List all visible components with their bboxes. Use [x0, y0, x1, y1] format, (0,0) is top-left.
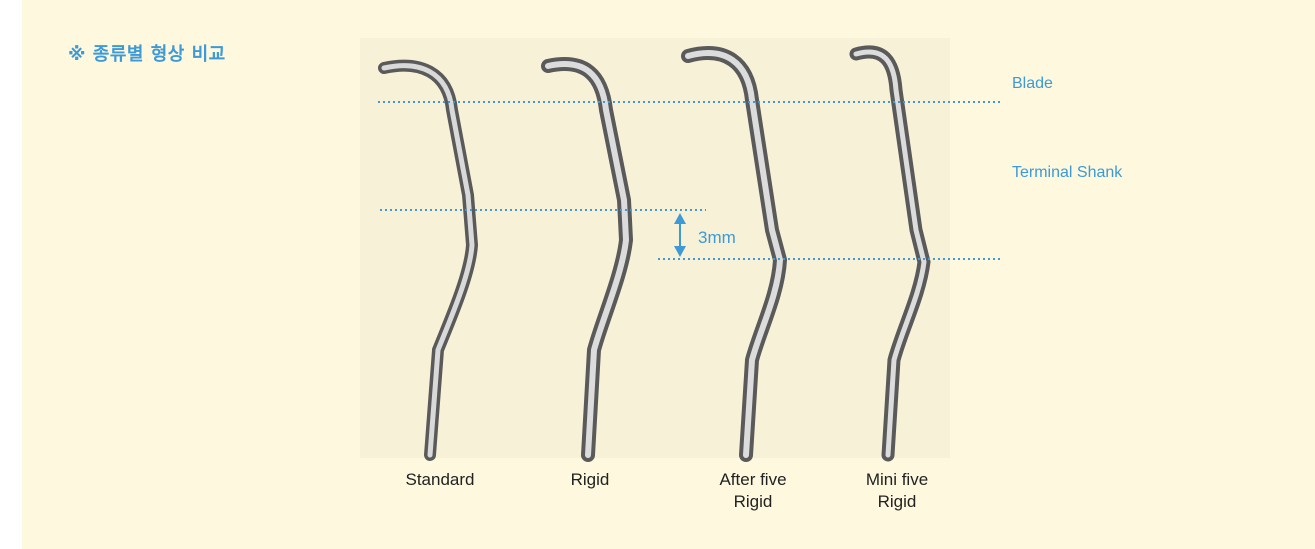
instrument-rigid — [548, 64, 626, 455]
caption-standard: Standard — [380, 469, 500, 491]
instrument-standard — [384, 66, 472, 455]
offset-label: 3mm — [698, 228, 736, 248]
caption-mini-five-rigid: Mini five Rigid — [837, 469, 957, 513]
instrument-after-five-rigid — [688, 53, 780, 455]
offset-double-arrow-icon — [674, 213, 686, 257]
terminal-shank-label: Terminal Shank — [1012, 164, 1122, 182]
caption-after-five-rigid: After five Rigid — [693, 469, 813, 513]
blade-label: Blade — [1012, 75, 1053, 93]
caption-rigid: Rigid — [540, 469, 640, 491]
instrument-mini-five-rigid — [856, 52, 924, 455]
